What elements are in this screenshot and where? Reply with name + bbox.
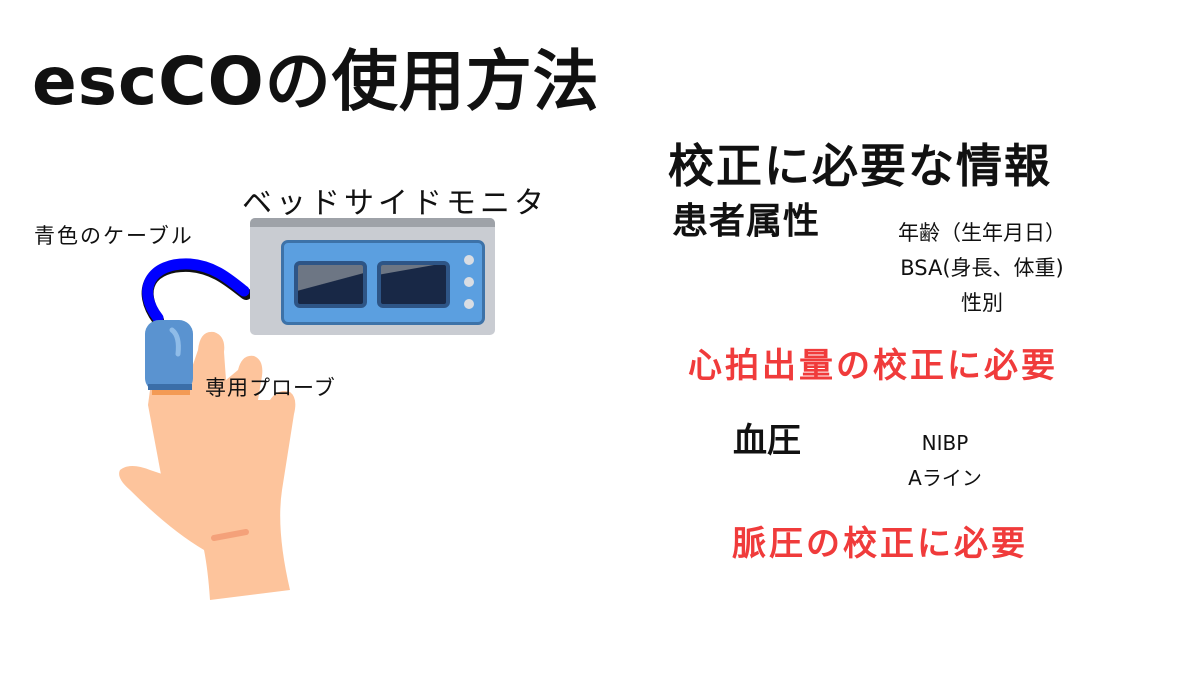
blue-cable-icon <box>141 258 252 326</box>
patient-attributes-heading: 患者属性 <box>672 201 821 242</box>
blood-pressure-heading: 血圧 <box>733 421 801 461</box>
monitor-screen-left <box>294 261 367 308</box>
patient-item-age: 年齢（生年月日） <box>898 221 1066 245</box>
blood-pressure-list: NIBP Aライン <box>890 426 1000 496</box>
monitor-button-icon <box>464 299 474 309</box>
monitor-top-bar <box>250 218 495 227</box>
cardiac-output-note: 心拍出量の校正に必要 <box>688 346 1058 386</box>
patient-item-sex: 性別 <box>961 291 1003 315</box>
monitor-label: ベッドサイドモニタ <box>242 186 548 221</box>
patient-item-bsa: BSA(身長、体重) <box>900 256 1064 280</box>
calibration-heading: 校正に必要な情報 <box>668 139 1052 193</box>
bp-item-aline: Aライン <box>908 466 982 490</box>
bp-item-nibp: NIBP <box>921 431 969 455</box>
monitor-button-icon <box>464 277 474 287</box>
monitor-panel <box>281 240 485 325</box>
monitor-button-icon <box>464 255 474 265</box>
bedside-monitor-illustration <box>250 218 495 335</box>
probe-label: 専用プローブ <box>205 376 336 400</box>
pulse-pressure-note: 脈圧の校正に必要 <box>732 524 1028 564</box>
slide-title: escCOの使用方法 <box>32 43 600 120</box>
hand-with-probe-illustration <box>119 320 296 600</box>
cable-label: 青色のケーブル <box>34 224 194 248</box>
patient-attributes-list: 年齢（生年月日） BSA(身長、体重) 性別 <box>872 216 1092 321</box>
monitor-screen-right <box>377 261 450 308</box>
